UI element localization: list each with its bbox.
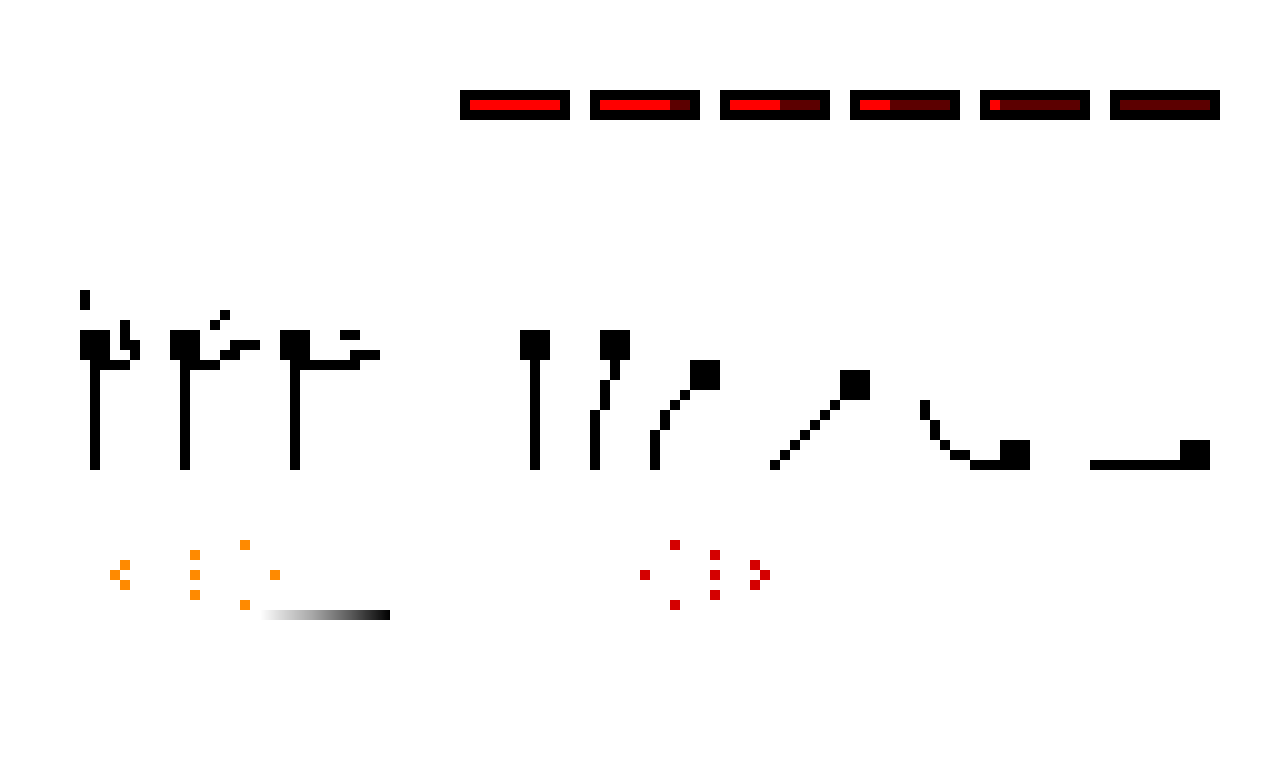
health-fill [860, 100, 890, 110]
particle-dot [270, 570, 280, 580]
health-bar-56 [720, 90, 830, 120]
particle-dot [670, 600, 680, 610]
particle-dot [710, 570, 720, 580]
particle-dot [710, 550, 720, 560]
particle-dot [190, 550, 200, 560]
particle-dot [710, 590, 720, 600]
particle-dot [750, 580, 760, 590]
health-bar-empty [1110, 90, 1220, 120]
particle-dot [670, 540, 680, 550]
health-fill [730, 100, 781, 110]
health-bar-33 [850, 90, 960, 120]
particle-dot [240, 600, 250, 610]
health-fill [600, 100, 671, 110]
health-bar-11 [980, 90, 1090, 120]
particle-dot [120, 580, 130, 590]
health-bar-full [460, 90, 570, 120]
fade-gradient-strip [260, 610, 390, 620]
particle-dot [750, 560, 760, 570]
particle-dot [760, 570, 770, 580]
particle-dot [120, 560, 130, 570]
particle-dot [190, 570, 200, 580]
health-bar-78 [590, 90, 700, 120]
health-fill [470, 100, 560, 110]
particle-dot [190, 590, 200, 600]
particle-dot [640, 570, 650, 580]
health-fill [990, 100, 1000, 110]
particle-dot [240, 540, 250, 550]
particle-dot [110, 570, 120, 580]
